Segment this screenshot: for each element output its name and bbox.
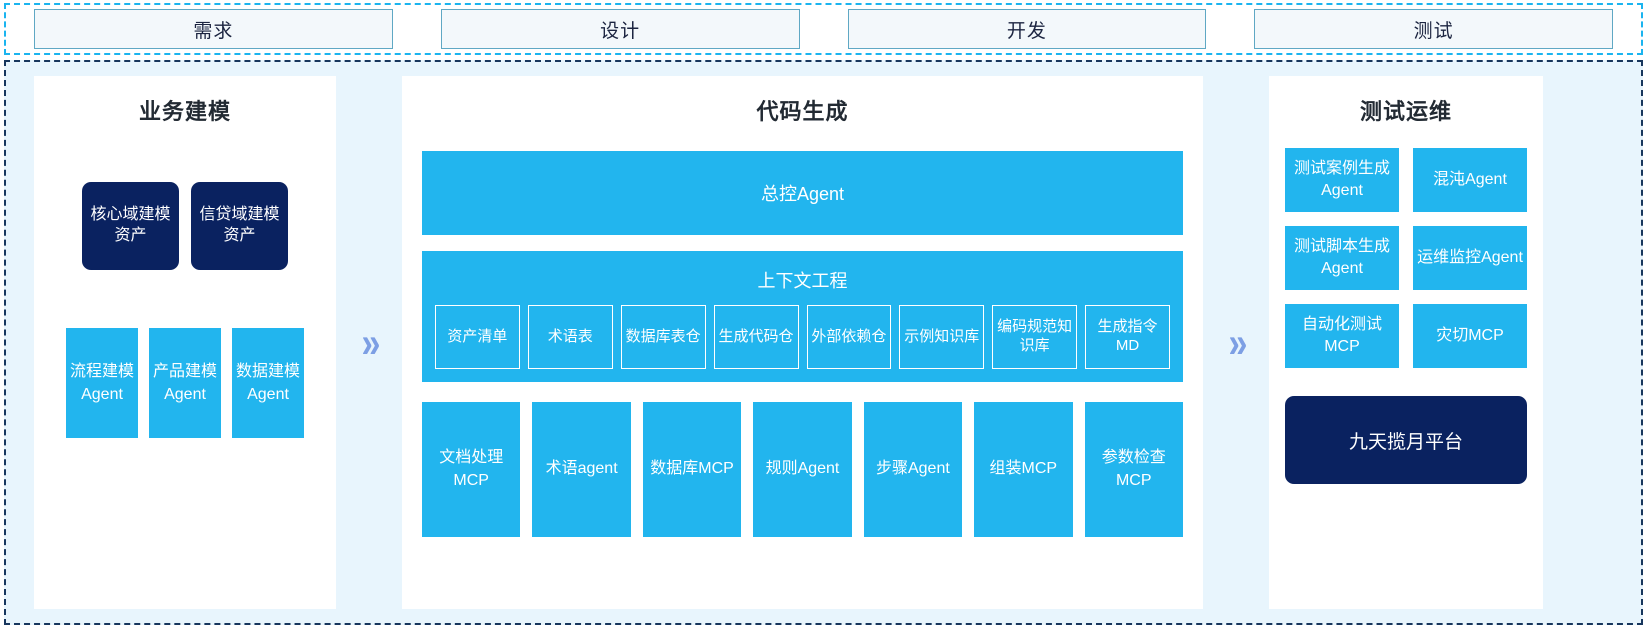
ops-box-label: 灾切MCP xyxy=(1436,327,1504,345)
context-item-label: 生成代码仓 xyxy=(718,327,794,345)
context-item-glossary[interactable]: 术语表 xyxy=(527,305,613,369)
agent-box-process-modeling[interactable]: 流程建模Agent xyxy=(66,328,138,438)
stage-label: 测试 xyxy=(1413,20,1454,42)
ops-box-test-case-generation-agent[interactable]: 测试案例生成Agent xyxy=(1285,148,1399,212)
tool-box-label: 规则Agent xyxy=(765,460,840,478)
double-chevron-right-icon: » xyxy=(361,318,381,367)
ops-box-label: 测试案例生成Agent xyxy=(1293,160,1390,199)
context-item-label: 示例知识库 xyxy=(904,327,980,345)
ops-box-label: 混沌Agent xyxy=(1433,171,1507,189)
tool-box-parameter-check-mcp[interactable]: 参数检查MCP xyxy=(1084,402,1183,537)
context-item-label: 生成指令MD xyxy=(1097,318,1158,354)
stage-box-requirements[interactable]: 需求 xyxy=(34,9,393,49)
tool-box-rule-agent[interactable]: 规则Agent xyxy=(753,402,852,537)
ops-box-automated-test-mcp[interactable]: 自动化测试MCP xyxy=(1285,304,1399,368)
stage-box-design[interactable]: 设计 xyxy=(440,9,800,49)
context-item-db-table-repo[interactable]: 数据库表仓 xyxy=(620,305,706,369)
agent-box-data-modeling[interactable]: 数据建模Agent xyxy=(232,328,304,438)
agent-box-product-modeling[interactable]: 产品建模Agent xyxy=(149,328,221,438)
stage-strip: 需求 设计 开发 测试 xyxy=(4,3,1643,55)
tool-box-row: 文档处理MCP 术语agent 数据库MCP 规则Agent 步骤Agent xyxy=(422,402,1183,537)
panel-business-modeling: 业务建模 核心域建模资产 信贷域建模资产 流程建模Agent 产品建模Agent… xyxy=(34,76,336,609)
platform-box-label: 九天揽月平台 xyxy=(1348,431,1463,453)
tool-box-label: 组装MCP xyxy=(989,460,1058,478)
context-item-label: 外部依赖仓 xyxy=(811,327,887,345)
tool-box-label: 文档处理MCP xyxy=(439,449,504,489)
ops-box-grid: 测试案例生成Agent 混沌Agent 测试脚本生成Agent 运维监控Agen… xyxy=(1269,148,1543,368)
panel-test-operations: 测试运维 测试案例生成Agent 混沌Agent 测试脚本生成Agent 运维监… xyxy=(1269,76,1543,609)
master-agent-label: 总控Agent xyxy=(760,184,845,204)
tool-box-glossary-agent[interactable]: 术语agent xyxy=(532,402,631,537)
ops-box-label: 运维监控Agent xyxy=(1417,249,1523,267)
tool-box-label: 参数检查MCP xyxy=(1101,449,1166,489)
stage-box-testing[interactable]: 测试 xyxy=(1254,9,1613,49)
tool-box-step-agent[interactable]: 步骤Agent xyxy=(863,402,963,537)
context-item-external-dependency-repo[interactable]: 外部依赖仓 xyxy=(806,305,892,369)
context-item-example-knowledge-base[interactable]: 示例知识库 xyxy=(899,305,985,369)
tool-box-label: 步骤Agent xyxy=(875,460,950,478)
ops-box-label: 测试脚本生成Agent xyxy=(1293,238,1390,277)
tool-box-document-processing-mcp[interactable]: 文档处理MCP xyxy=(422,402,521,537)
tool-box-label: 数据库MCP xyxy=(650,460,734,478)
chevron-left-to-center: » xyxy=(336,76,402,609)
panel-title-code-generation: 代码生成 xyxy=(756,99,849,124)
asset-box-label: 信贷域建模资产 xyxy=(199,206,280,244)
main-dashed-container: 业务建模 核心域建模资产 信贷域建模资产 流程建模Agent 产品建模Agent… xyxy=(4,60,1643,625)
ops-box-label: 自动化测试MCP xyxy=(1301,316,1382,355)
stage-box-development[interactable]: 开发 xyxy=(847,9,1207,49)
tool-box-assembly-mcp[interactable]: 组装MCP xyxy=(974,402,1073,537)
context-item-generation-instruction-md[interactable]: 生成指令MD xyxy=(1085,305,1170,369)
context-item-label: 数据库表仓 xyxy=(625,327,701,345)
stage-label: 设计 xyxy=(600,20,641,42)
platform-box-jiutian-lanyue[interactable]: 九天揽月平台 xyxy=(1285,396,1527,484)
context-engineering-title: 上下文工程 xyxy=(757,271,848,291)
double-chevron-right-icon: » xyxy=(1228,318,1248,367)
asset-box-label: 核心域建模资产 xyxy=(90,206,171,244)
context-item-label: 资产清单 xyxy=(447,327,508,345)
ops-box-operations-monitoring-agent[interactable]: 运维监控Agent xyxy=(1413,226,1527,290)
modeling-agent-row: 流程建模Agent 产品建模Agent 数据建模Agent xyxy=(34,328,336,438)
context-item-coding-standard-knowledge-base[interactable]: 编码规范知识库 xyxy=(992,305,1078,369)
ops-box-chaos-agent[interactable]: 混沌Agent xyxy=(1413,148,1527,212)
context-item-label: 术语表 xyxy=(547,327,593,345)
agent-box-label: 产品建模Agent xyxy=(152,362,217,403)
tool-box-label: 术语agent xyxy=(545,460,618,478)
asset-box-credit-domain[interactable]: 信贷域建模资产 xyxy=(191,182,288,270)
master-agent-bar[interactable]: 总控Agent xyxy=(422,151,1183,235)
context-item-generated-code-repo[interactable]: 生成代码仓 xyxy=(713,305,799,369)
context-item-label: 编码规范知识库 xyxy=(997,318,1073,354)
context-item-row: 资产清单 术语表 数据库表仓 生成代码仓 外部依赖仓 xyxy=(435,305,1170,369)
ops-box-test-script-generation-agent[interactable]: 测试脚本生成Agent xyxy=(1285,226,1399,290)
chevron-center-to-right: » xyxy=(1203,76,1269,609)
context-engineering-block: 上下文工程 资产清单 术语表 数据库表仓 生成代码仓 xyxy=(422,251,1183,382)
stage-label: 需求 xyxy=(193,20,234,42)
asset-box-row: 核心域建模资产 信贷域建模资产 xyxy=(34,182,336,270)
stage-label: 开发 xyxy=(1006,20,1047,42)
agent-box-label: 流程建模Agent xyxy=(69,362,134,403)
asset-box-core-domain[interactable]: 核心域建模资产 xyxy=(82,182,179,270)
panel-title-test-operations: 测试运维 xyxy=(1359,99,1452,124)
agent-box-label: 数据建模Agent xyxy=(235,362,300,403)
panel-title-business-modeling: 业务建模 xyxy=(138,99,231,124)
tool-box-database-mcp[interactable]: 数据库MCP xyxy=(642,402,742,537)
ops-box-disaster-switch-mcp[interactable]: 灾切MCP xyxy=(1413,304,1527,368)
panel-code-generation: 代码生成 总控Agent 上下文工程 资产清单 术语表 xyxy=(402,76,1203,609)
center-panel-body: 总控Agent 上下文工程 资产清单 术语表 数据库表仓 xyxy=(402,126,1203,537)
context-item-asset-list[interactable]: 资产清单 xyxy=(435,305,520,369)
